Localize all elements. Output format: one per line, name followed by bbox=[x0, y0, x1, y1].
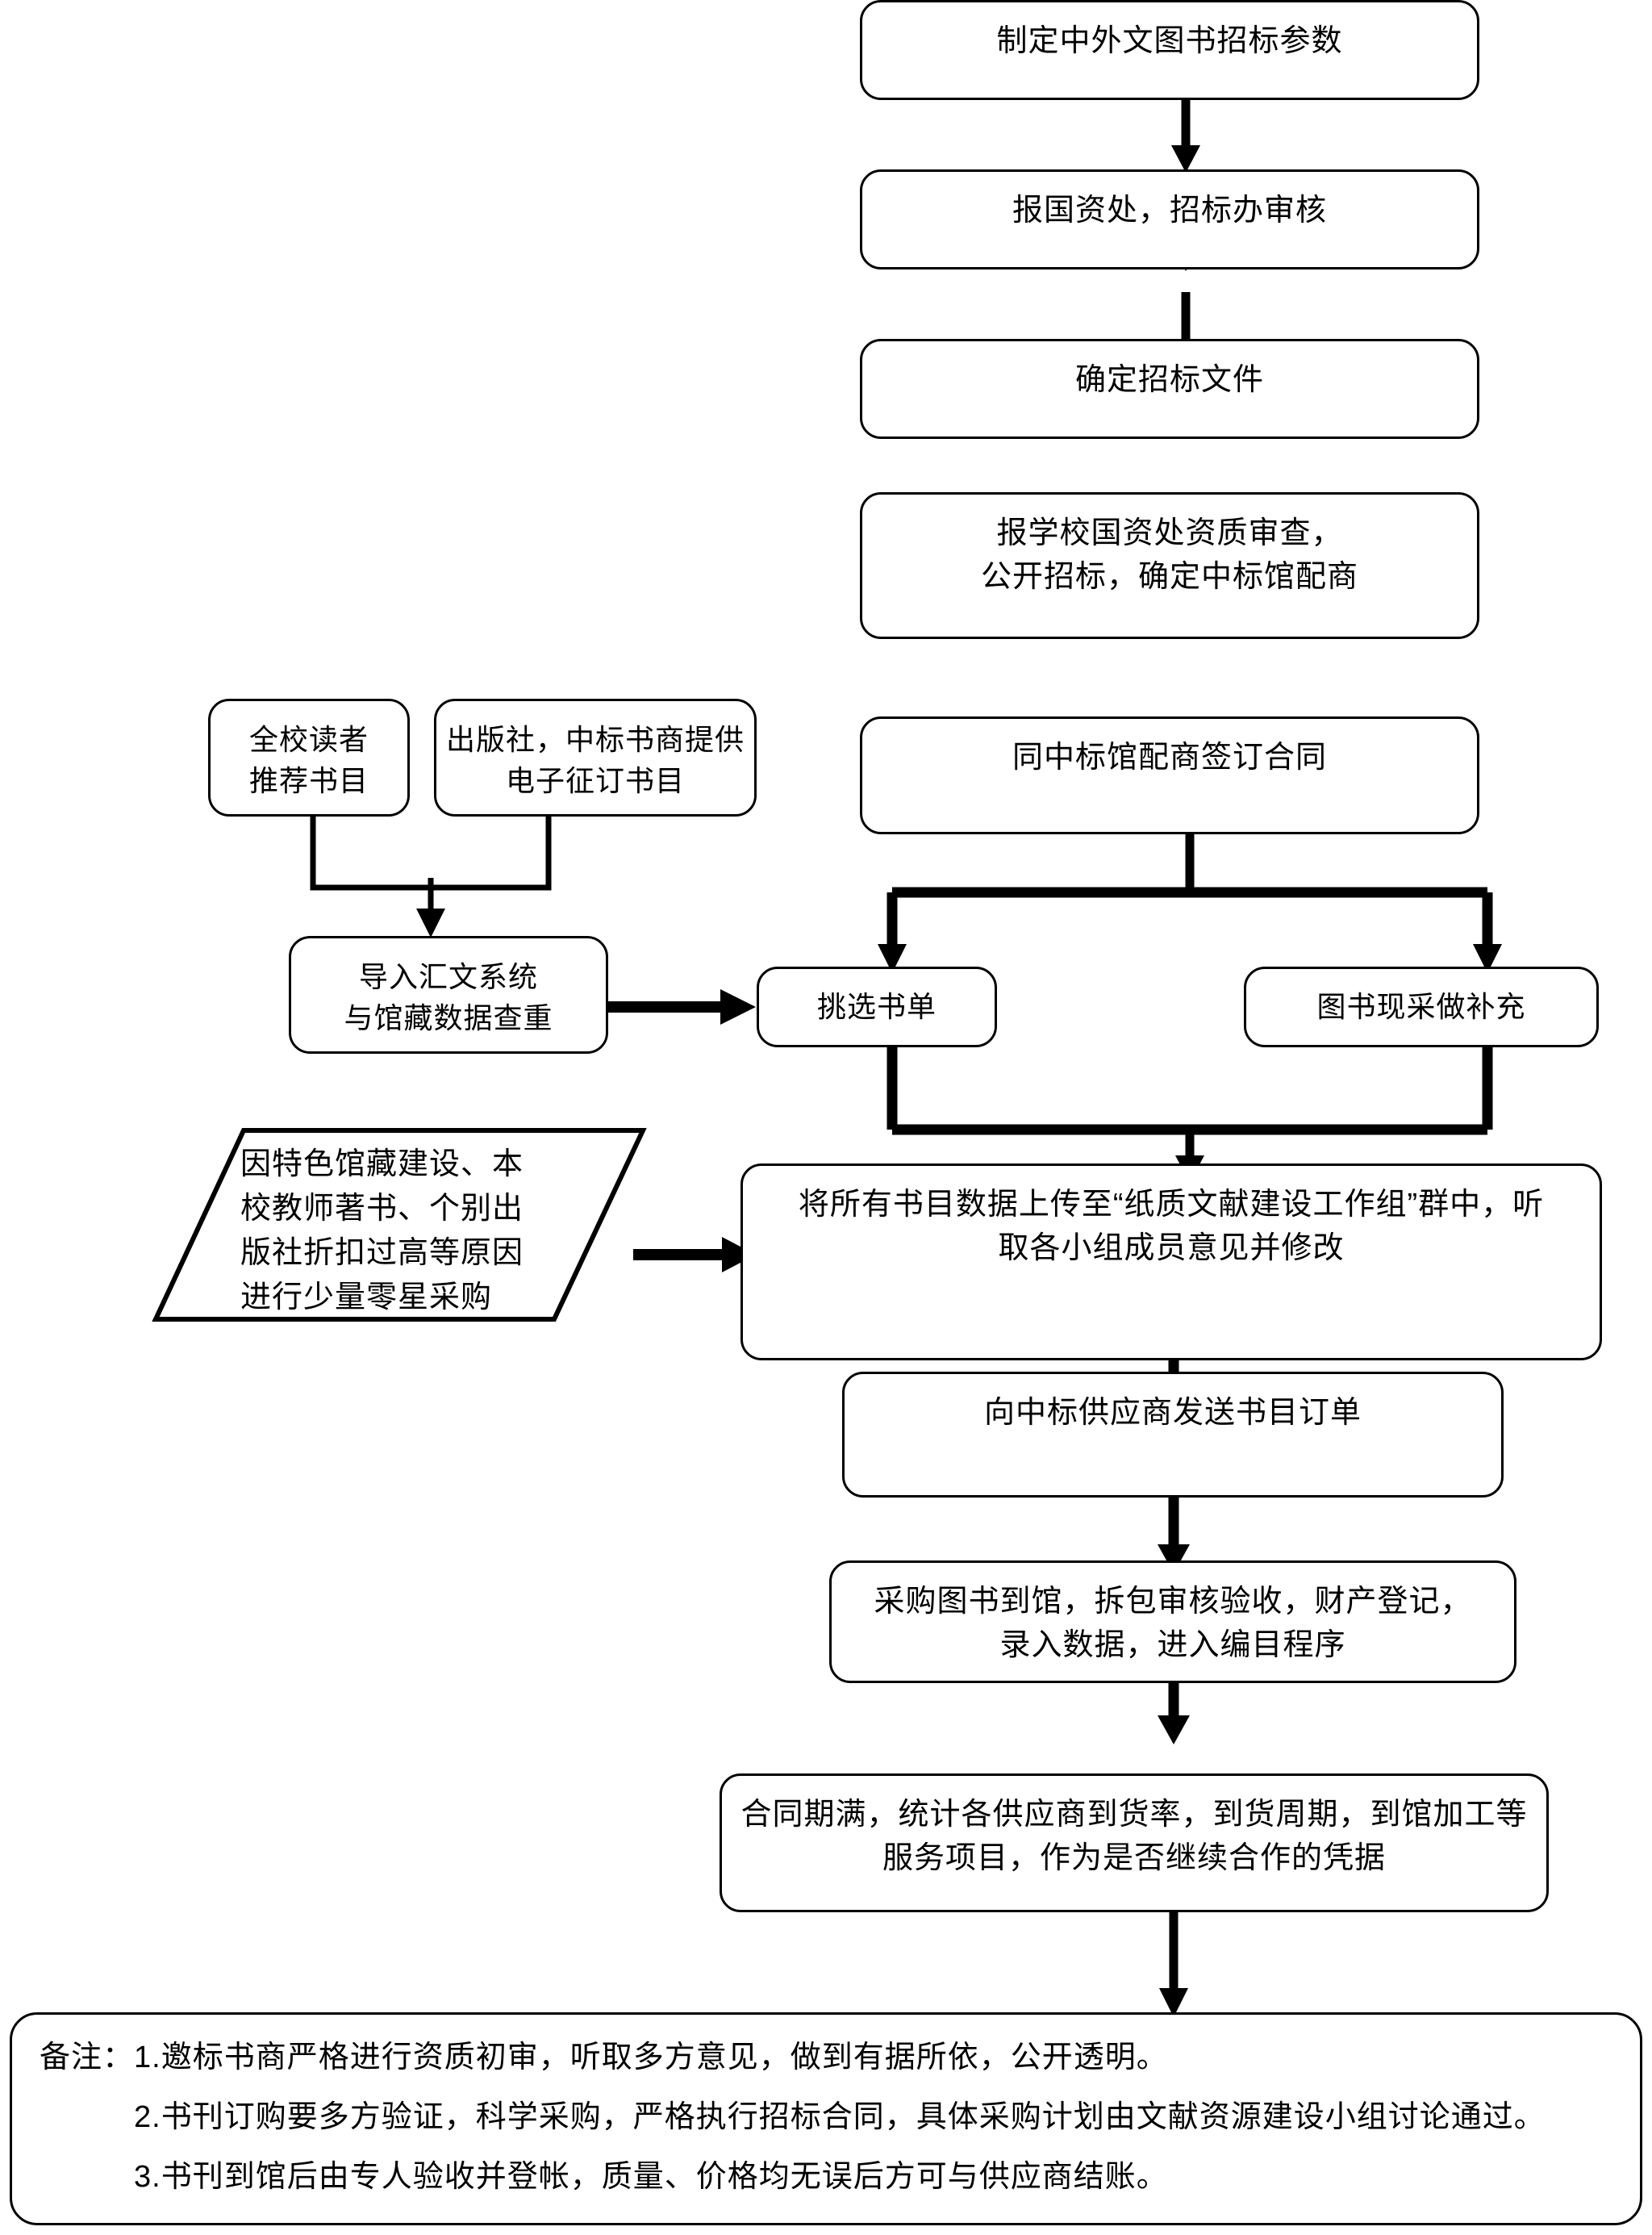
node-n5[interactable]: 同中标馆配商签订合同 bbox=[860, 716, 1479, 834]
connector-n11-n12 bbox=[633, 1230, 762, 1279]
connector-sources-merge-n8 bbox=[307, 813, 629, 942]
connector-n13-n14 bbox=[1149, 1489, 1198, 1578]
connector-n15-notes bbox=[1149, 1906, 1198, 2027]
note-item-3: 备注： 3.书刊到馆后由专人验收并登帐，质量、价格均无误后方可与供应商结账。 bbox=[40, 2159, 1608, 2194]
connector-n5-split bbox=[878, 823, 1502, 984]
node-n10[interactable]: 图书现采做补充 bbox=[1244, 967, 1599, 1047]
notes-box: 备注： 1.邀标书商严格进行资质初审，听取多方意见，做到有据所依，公开透明。 备… bbox=[10, 2012, 1642, 2225]
node-n14[interactable]: 采购图书到馆，拆包审核验收，财产登记， 录入数据，进入编目程序 bbox=[829, 1560, 1516, 1683]
node-n4[interactable]: 报学校国资处资质审查， 公开招标，确定中标馆配商 bbox=[860, 492, 1479, 639]
node-n11[interactable]: 因特色馆藏建设、本 校教师著书、个别出 版社折扣过高等原因 进行少量零星采购 bbox=[152, 1128, 647, 1322]
node-n2[interactable]: 报国资处，招标办审核 bbox=[860, 169, 1479, 269]
notes-label: 备注： bbox=[40, 2041, 135, 2074]
node-n6[interactable]: 全校读者 推荐书目 bbox=[208, 699, 410, 817]
node-n9[interactable]: 挑选书单 bbox=[757, 967, 997, 1047]
connector-n1-n2 bbox=[1162, 95, 1210, 176]
connector-n8-n9 bbox=[601, 983, 762, 1031]
node-n3[interactable]: 确定招标文件 bbox=[860, 339, 1479, 439]
note-item-3-text: 3.书刊到馆后由专人验收并登帐，质量、价格均无误后方可与供应商结账。 bbox=[134, 2159, 1168, 2194]
note-item-2-text: 2.书刊订购要多方验证，科学采购，严格执行招标合同，具体采购计划由文献资源建设小… bbox=[134, 2099, 1546, 2134]
node-n7[interactable]: 出版社，中标书商提供 电子征订书目 bbox=[434, 699, 757, 817]
node-n1[interactable]: 制定中外文图书招标参数 bbox=[860, 0, 1479, 100]
note-item-1: 备注： 1.邀标书商严格进行资质初审，听取多方意见，做到有据所依，公开透明。 bbox=[40, 2041, 1608, 2074]
node-n12[interactable]: 将所有书目数据上传至“纸质文献建设工作组”群中，听 取各小组成员意见并修改 bbox=[740, 1163, 1602, 1360]
note-item-1-text: 1.邀标书商严格进行资质初审，听取多方意见，做到有据所依，公开透明。 bbox=[134, 2041, 1168, 2074]
note-item-2: 备注： 2.书刊订购要多方验证，科学采购，严格执行招标合同，具体采购计划由文献资… bbox=[40, 2099, 1608, 2134]
node-n11-label: 因特色馆藏建设、本 校教师著书、个别出 版社折扣过高等原因 进行少量零星采购 bbox=[240, 1147, 524, 1315]
node-n13[interactable]: 向中标供应商发送书目订单 bbox=[842, 1372, 1504, 1498]
node-n8[interactable]: 导入汇文系统 与馆藏数据查重 bbox=[289, 936, 608, 1054]
node-n15[interactable]: 合同期满，统计各供应商到货率，到货周期，到馆加工等 服务项目，作为是否继续合作的… bbox=[720, 1773, 1549, 1912]
